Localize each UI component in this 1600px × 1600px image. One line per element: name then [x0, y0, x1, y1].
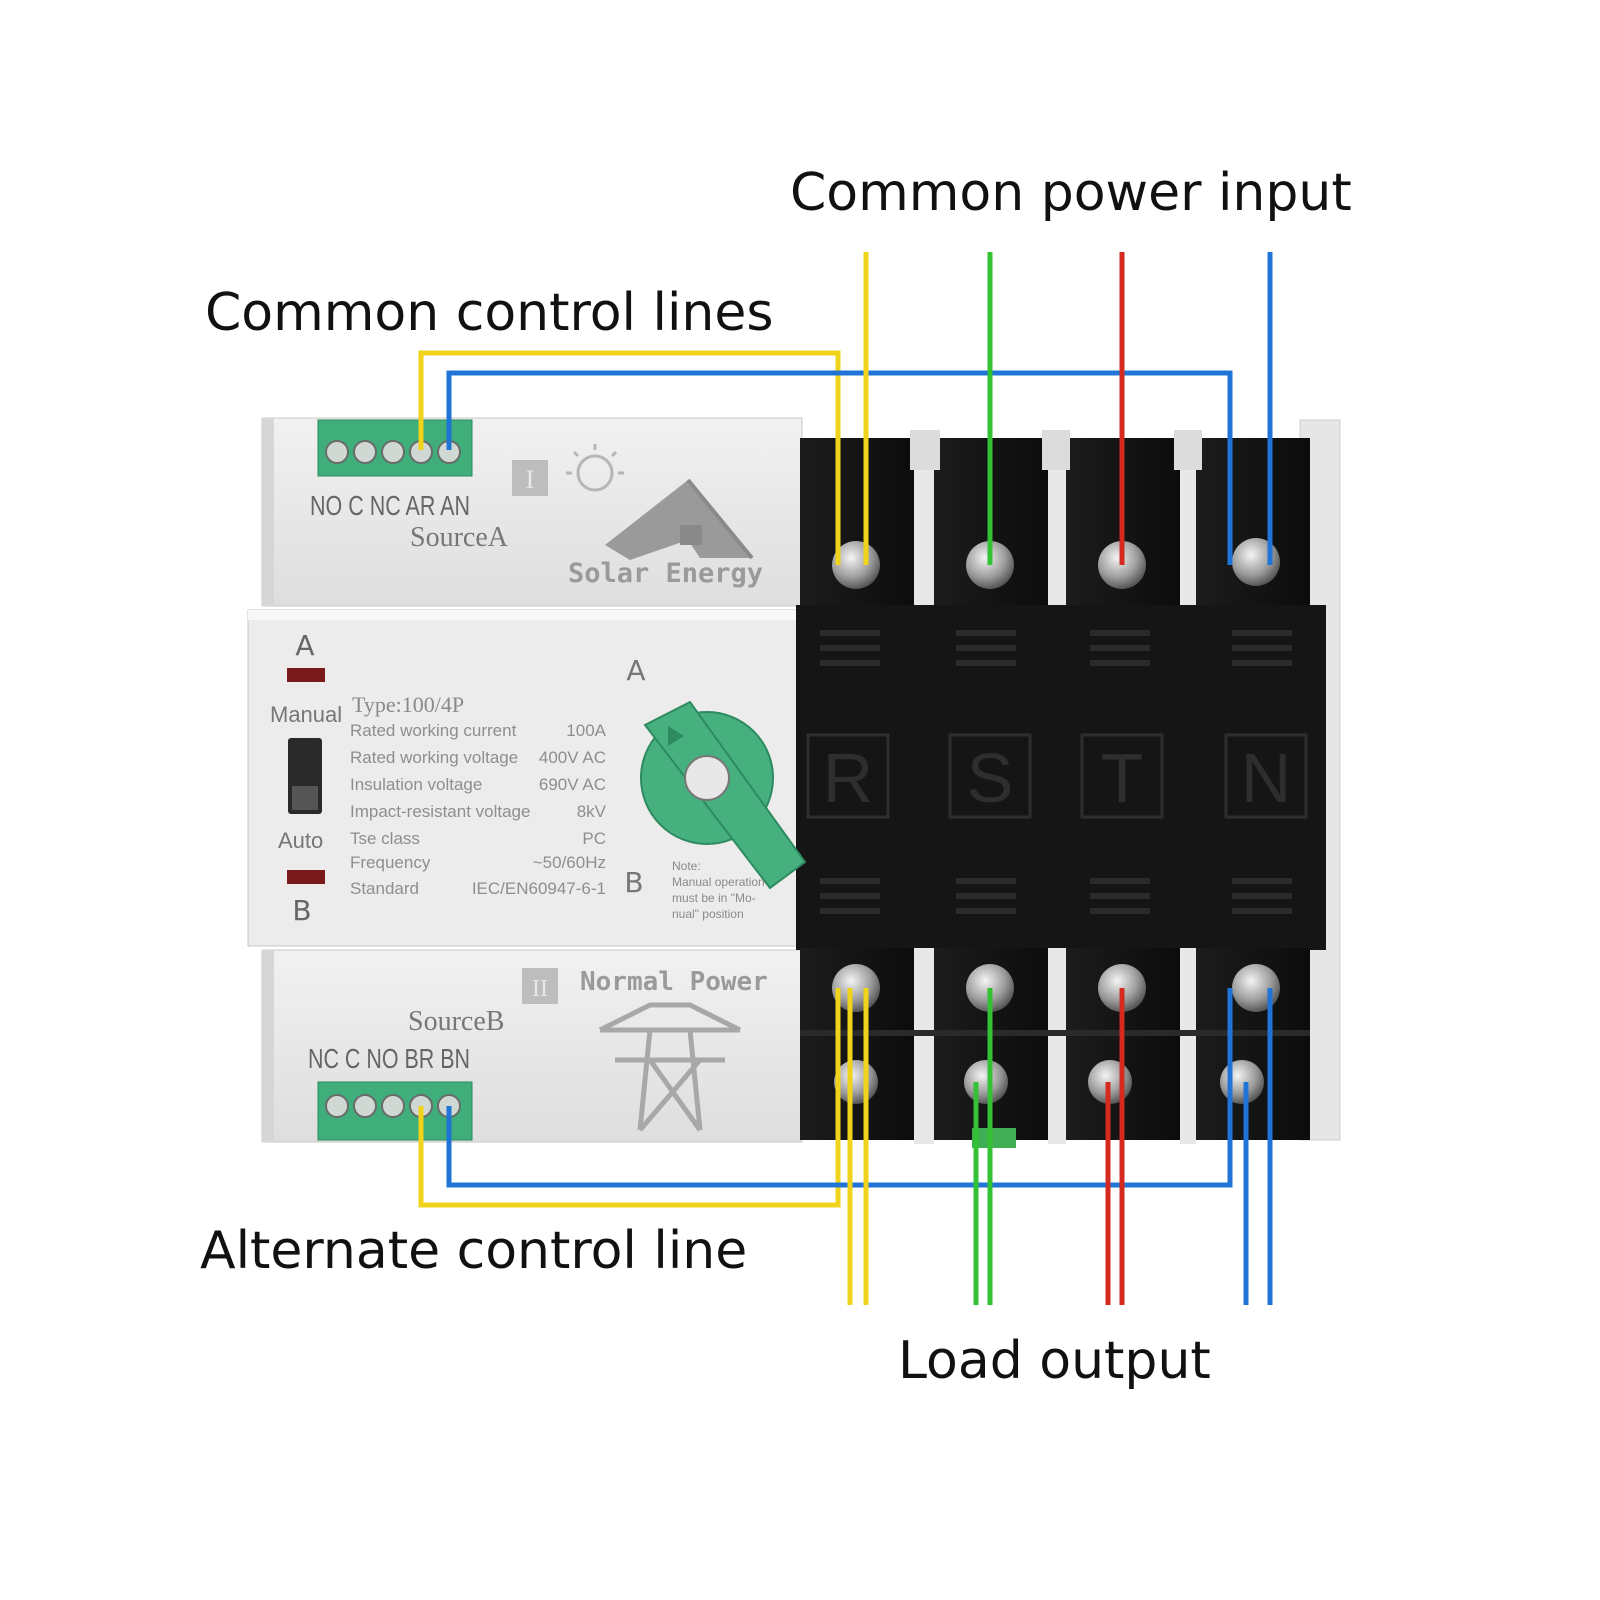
knob-arrow-icon — [668, 726, 684, 746]
spec-value: 100A — [566, 721, 606, 740]
source-a-brand: Solar Energy — [568, 558, 763, 589]
top-terminals — [800, 430, 1310, 610]
control-wire-yellow-bottom — [418, 988, 841, 1208]
spec-value: 690V AC — [539, 775, 606, 794]
control-wire-yellow-top — [418, 350, 841, 565]
source-b-terminal-labels: NC C NO BR BN — [308, 1043, 470, 1074]
indicator-b-light — [287, 870, 325, 884]
spec-label: Rated working current — [350, 721, 517, 740]
pole-box-t — [1080, 733, 1164, 819]
alternate-control-line-label: Alternate control line — [200, 1221, 747, 1281]
source-b-name: SourceB — [408, 1006, 504, 1037]
source-b-brand: Normal Power — [580, 967, 768, 997]
sun-icon — [566, 444, 624, 492]
source-b-roman-badge — [522, 968, 558, 1004]
indicator-a-light — [287, 668, 325, 682]
vent-slots — [820, 630, 1292, 914]
screw-icon — [1232, 538, 1280, 586]
front-panel-content: A Manual Auto B Type:100/4P Rated workin… — [270, 629, 807, 927]
spec-value: 8kV — [577, 802, 607, 821]
bottom-terminals — [800, 948, 1310, 1148]
mode-manual-label: Manual — [270, 702, 342, 727]
note-line: Manual operation — [672, 875, 765, 889]
indicator-a-label: A — [295, 629, 314, 662]
pole-box-r — [806, 733, 890, 819]
source-b-section: II Normal Power SourceB NC C NO BR BN — [308, 967, 768, 1141]
source-a-roman-badge — [512, 460, 548, 496]
pole-label-r: R — [823, 739, 874, 817]
spec-label: Tse class — [350, 829, 420, 848]
knob-screw-icon — [684, 755, 730, 801]
pole-label-n: N — [1241, 739, 1292, 817]
note-line: nual" position — [672, 907, 744, 921]
screw-icon — [834, 1060, 878, 1104]
type-label: Type:100/4P — [352, 692, 464, 717]
screw-icon — [1232, 964, 1280, 1012]
source-a-terminal-labels: NO C NC AR AN — [310, 490, 470, 521]
spec-label: Standard — [350, 879, 419, 898]
source-a-name: SourceA — [410, 522, 509, 553]
spec-value: ~50/60Hz — [533, 853, 606, 872]
screw-icon — [1220, 1060, 1264, 1104]
knob-position-a: A — [626, 654, 645, 687]
control-wire-blue-top — [446, 370, 1233, 565]
source-b-roman: II — [532, 976, 548, 1002]
spec-value: IEC/EN60947-6-1 — [472, 879, 606, 898]
mode-auto-label: Auto — [278, 828, 323, 853]
spec-value: PC — [582, 829, 606, 848]
solar-house-icon — [605, 478, 754, 560]
spec-value: 400V AC — [539, 748, 606, 767]
spec-label: Frequency — [350, 853, 431, 872]
source-a-section: NO C NC AR AN SourceA I Solar Energy — [310, 419, 763, 589]
transmission-tower-icon — [598, 1002, 742, 1132]
rotary-knob[interactable] — [640, 700, 807, 890]
spec-label: Insulation voltage — [350, 775, 482, 794]
common-power-input-label: Common power input — [790, 163, 1352, 223]
knob-position-b: B — [624, 866, 643, 899]
load-output-label: Load output — [898, 1331, 1211, 1391]
spec-label: Rated working voltage — [350, 748, 518, 767]
pole-label-s: S — [967, 739, 1014, 817]
pole-box-s — [948, 733, 1032, 819]
source-a-roman: I — [526, 465, 535, 494]
screw-icon — [964, 1060, 1008, 1104]
indicator-b-label: B — [292, 894, 311, 927]
pole-blocks: R S T N — [796, 430, 1326, 1148]
note-line: must be in "Mo- — [672, 891, 756, 905]
wires — [418, 252, 1273, 1305]
pole-box-n — [1224, 733, 1308, 819]
note-line: Note: — [672, 859, 701, 873]
spec-label: Impact-resistant voltage — [350, 802, 530, 821]
control-wire-blue-bottom — [446, 988, 1233, 1188]
pole-label-t: T — [1101, 739, 1144, 817]
common-control-lines-label: Common control lines — [205, 283, 773, 343]
